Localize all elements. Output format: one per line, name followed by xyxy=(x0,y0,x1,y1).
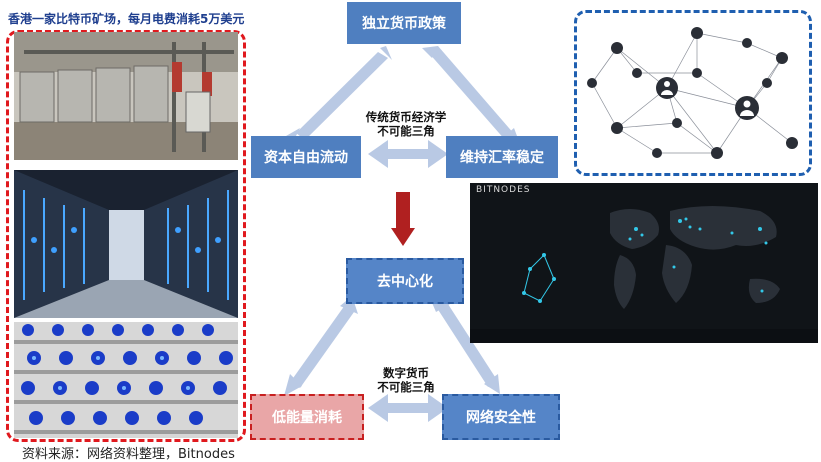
arrow-top-left-head-a xyxy=(380,46,392,60)
top-triangle-label-line1: 传统货币经济学 xyxy=(365,110,447,124)
bitnodes-brand: BITNODES xyxy=(476,185,531,195)
bottom-triangle-label: 数字货币 不可能三角 xyxy=(356,366,456,394)
box-decentralization: 去中心化 xyxy=(346,258,464,304)
arrow-bottom-head-b xyxy=(428,394,448,422)
arrow-top-right-head-a xyxy=(422,46,438,58)
box-network-security: 网络安全性 xyxy=(442,394,560,440)
bottom-triangle-label-line1: 数字货币 xyxy=(383,366,429,380)
mining-photo-frame xyxy=(6,30,246,442)
top-triangle-label-line2: 不可能三角 xyxy=(377,124,435,138)
bitnodes-world-map xyxy=(470,206,818,343)
arrow-bottom-left-right xyxy=(382,403,434,413)
mining-rigs-photo xyxy=(14,322,238,438)
bitnodes-panel: BITNODES xyxy=(470,183,818,343)
mining-cooling-photo xyxy=(14,32,238,160)
arrow-left-right-head-a xyxy=(368,140,388,168)
top-triangle-label: 传统货币经济学 不可能三角 xyxy=(350,110,462,138)
box-free-capital-flow: 资本自由流动 xyxy=(251,136,361,178)
arrow-top-right xyxy=(428,46,515,141)
box-stable-exchange-rate: 维持汇率稳定 xyxy=(446,136,558,178)
photo-caption: 香港一家比特币矿场，每月电费消耗5万美元 xyxy=(8,12,245,26)
arrow-mid-left xyxy=(291,305,354,388)
source-note: 资料来源：网络资料整理，Bitnodes xyxy=(22,447,235,462)
arrow-mid-right xyxy=(437,301,497,387)
arrow-left-right xyxy=(384,149,432,159)
network-diagram-image xyxy=(587,27,798,159)
bottom-triangle-label-line2: 不可能三角 xyxy=(377,380,435,394)
arrow-left-right-head-b xyxy=(428,140,448,168)
arrow-bottom-head-a xyxy=(368,394,388,422)
arrow-mid-right-head-b xyxy=(484,374,500,394)
mining-aisle-photo xyxy=(14,170,238,318)
network-image-frame xyxy=(574,10,812,176)
arrow-top-left xyxy=(296,52,388,140)
box-low-energy: 低能量消耗 xyxy=(250,394,364,440)
arrow-mid-left-head-b xyxy=(284,374,302,396)
box-independent-monetary-policy: 独立货币政策 xyxy=(347,2,461,44)
down-arrow xyxy=(391,192,415,246)
